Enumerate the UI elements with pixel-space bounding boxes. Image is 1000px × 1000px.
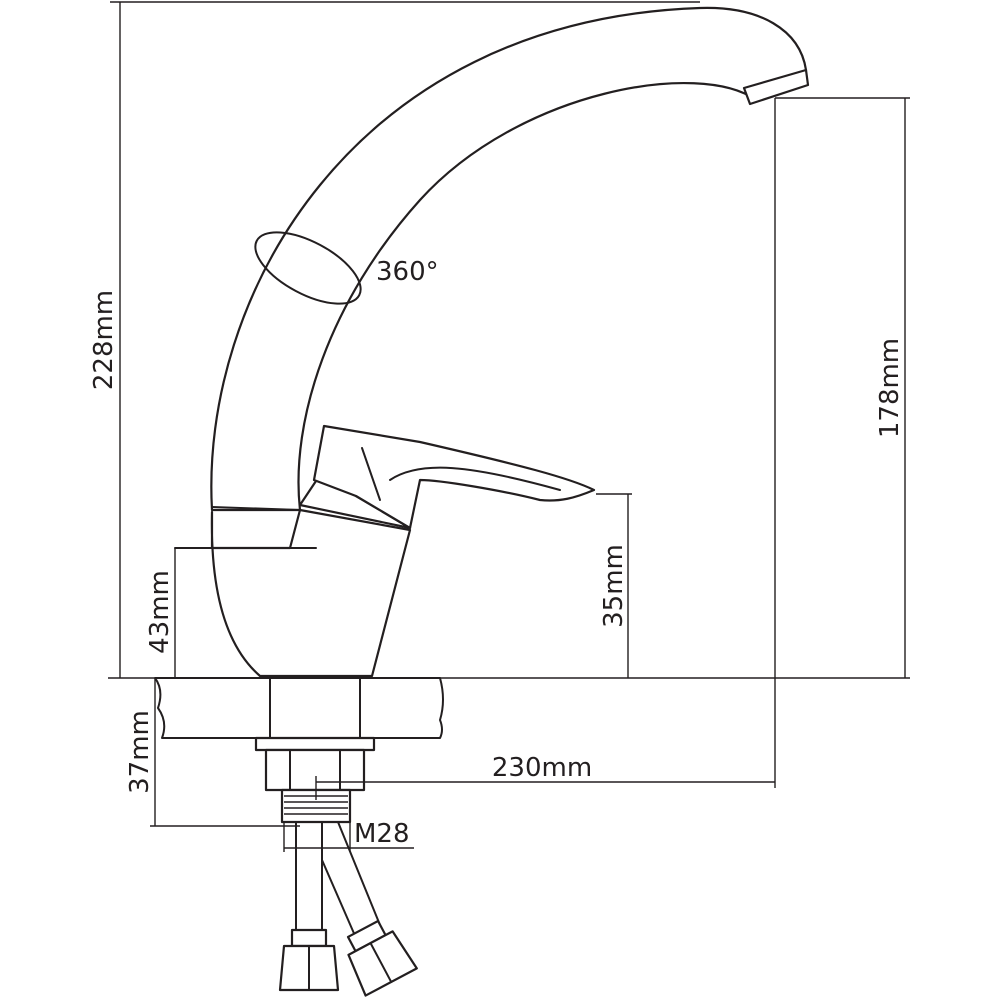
mount-depth-label: 37mm xyxy=(125,710,155,794)
faucet-base xyxy=(174,508,412,678)
dimension-lines: 228mm 178mm 35mm 43mm 230mm 37mm M28 xyxy=(89,1,910,852)
spout-reach-label: 230mm xyxy=(492,753,592,783)
rotation-indicator: 360° xyxy=(254,231,439,305)
spout-height-label: 178mm xyxy=(875,338,905,438)
countertop-section xyxy=(154,677,444,739)
lever-handle xyxy=(298,424,596,530)
mounting-hardware xyxy=(254,736,376,824)
base-height-label: 43mm xyxy=(145,570,175,654)
flexible-hoses xyxy=(278,821,418,997)
lever-height-label: 35mm xyxy=(599,544,629,628)
faucet-spout xyxy=(210,6,810,512)
total-height-label: 228mm xyxy=(89,290,119,390)
rotation-label: 360° xyxy=(376,257,439,287)
thread-label: M28 xyxy=(354,819,410,849)
